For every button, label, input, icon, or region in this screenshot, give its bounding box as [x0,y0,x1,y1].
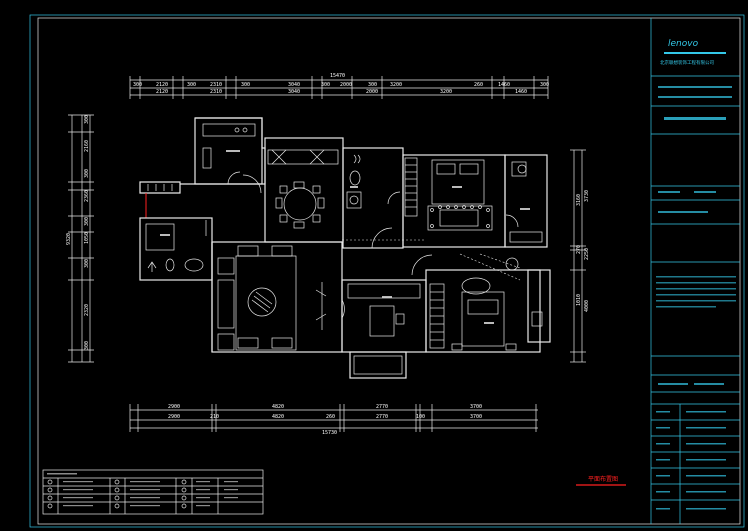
top-dim-label: 3040 [288,82,300,88]
top-dim-label: 300 [187,82,196,88]
left-total-dim: 9320 [66,233,72,245]
left-dim-label: 2320 [84,304,90,316]
left-dim-label: 300 [84,341,90,350]
bottom-dim-label: 2900 [168,414,180,420]
top-dim-label: 2120 [156,89,168,95]
top-dim-label: 3200 [440,89,452,95]
right-dim-label: 2250 [584,248,590,260]
inner-frame [37,17,741,525]
top-dim-label: 300 [321,82,330,88]
bottom-dim-label: 100 [416,414,425,420]
bottom-dim-label: 3700 [470,404,482,410]
top-dim-label: 1460 [498,82,510,88]
top-dim-label: 300 [368,82,377,88]
company-name: 北京联想装饰工程有限公司 [660,59,714,66]
left-dim-label: 2160 [84,140,90,152]
top-dim-label: 300 [241,82,250,88]
bottom-dim-label: 4820 [272,414,284,420]
right-dim-label: 4000 [584,300,590,312]
logo-text: lenovo [668,39,699,49]
top-dim-label: 3040 [288,89,300,95]
left-dim-label: 300 [84,217,90,226]
left-dim-label: 1050 [84,232,90,244]
bottom-total-dim: 15730 [322,430,337,436]
room-labels [160,150,530,324]
top-dim-label: 3200 [390,82,402,88]
left-dim-label: 300 [84,115,90,124]
floor-plan-walls [139,117,551,379]
bottom-dim-label: 4820 [272,404,284,410]
bottom-dim-label: 260 [326,414,335,420]
top-dim-label: 300 [540,82,549,88]
left-dimensions: 9320 300 2160 300 2360 300 1050 300 2320 300 [66,114,94,363]
top-total-dim: 15470 [330,73,345,79]
title-block: lenovo 北京联想装饰工程有限公司 [650,18,740,524]
bottom-dim-label: 2770 [376,404,388,410]
top-dim-label: 2120 [156,82,168,88]
bottom-dim-label: 3700 [470,414,482,420]
bottom-dimensions: 2900 4820 2770 3700 2900 210 4820 260 2770 100 37… [129,404,538,436]
right-dim-label: 1010 [576,294,582,306]
left-dim-label: 300 [84,259,90,268]
bottom-dim-label: 2900 [168,404,180,410]
top-dim-label: 260 [474,82,483,88]
bottom-dim-label: 2770 [376,414,388,420]
logo-subline [664,52,726,54]
bottom-dim-label: 210 [210,414,219,420]
top-dim-label: 300 [133,82,142,88]
legend-table [42,469,264,515]
top-dim-label: 2000 [340,82,352,88]
right-dim-label: 3730 [584,190,590,202]
left-dim-label: 2360 [84,190,90,202]
top-dim-label: 1460 [515,89,527,95]
right-dim-label: 3160 [576,194,582,206]
drawing-frame [29,14,745,528]
drawing-title: 平面布置图 [588,475,618,483]
left-dim-label: 300 [84,169,90,178]
top-dim-label: 2310 [210,82,222,88]
top-dim-label: 2310 [210,89,222,95]
right-dim-label: 270 [576,245,582,254]
top-dim-label: 2000 [366,89,378,95]
